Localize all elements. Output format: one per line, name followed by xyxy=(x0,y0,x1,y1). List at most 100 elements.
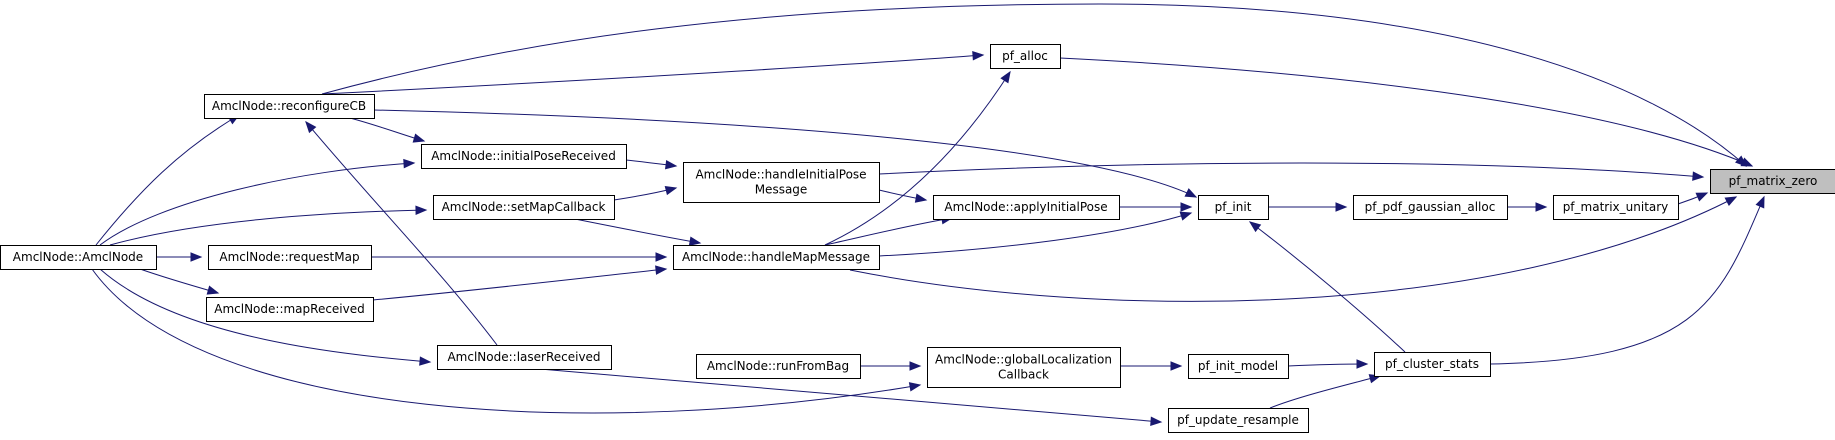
edge-pf_init_model-to-pf_cluster_stats xyxy=(1287,359,1369,369)
edge-AmclNode-to-laserReceived xyxy=(99,268,432,366)
edge-line xyxy=(1287,363,1368,367)
edge-AmclNode-to-requestMap xyxy=(155,252,203,262)
edge-line xyxy=(95,114,240,246)
edge-arrowhead xyxy=(305,120,317,134)
edge-reconfigureCB-to-pf_matrix_zero xyxy=(321,3,1748,167)
node-applyInitialPose[interactable]: AmclNode::applyInitialPose xyxy=(933,195,1120,220)
edge-arrowhead xyxy=(1248,221,1262,233)
edge-handleMapMessage-to-applyInitialPose xyxy=(824,215,954,246)
edge-reconfigureCB-to-initialPoseReceived xyxy=(349,117,426,143)
edge-pf_pdf_gaussian_alloc-to-pf_matrix_unitary xyxy=(1506,202,1548,212)
edge-line xyxy=(574,218,701,244)
edge-arrowhead xyxy=(908,382,922,392)
edge-AmclNode-to-mapReceived xyxy=(139,268,220,295)
edge-AmclNode-to-reconfigureCB xyxy=(95,114,241,246)
node-box xyxy=(990,44,1061,69)
node-label: AmclNode::runFromBag xyxy=(707,359,849,373)
edge-line xyxy=(321,54,984,95)
edge-arrowhead xyxy=(655,252,668,262)
node-pf_init[interactable]: pf_init xyxy=(1198,195,1269,220)
node-box xyxy=(673,245,880,270)
edge-handleInitialPoseMessage-to-applyInitialPose xyxy=(878,189,928,203)
node-label: AmclNode::initialPoseReceived xyxy=(431,149,616,163)
edge-line xyxy=(878,212,1192,257)
edge-line xyxy=(849,196,1737,302)
node-label: Callback xyxy=(998,368,1049,382)
node-pf_cluster_stats[interactable]: pf_cluster_stats xyxy=(1374,352,1491,377)
node-pf_matrix_unitary[interactable]: pf_matrix_unitary xyxy=(1553,195,1679,220)
edge-globalLocalizationCallback-to-pf_init_model xyxy=(1120,361,1183,371)
edge-pf_update_resample-to-pf_cluster_stats xyxy=(1269,374,1382,409)
edge-line xyxy=(1059,57,1753,167)
edge-reconfigureCB-to-pf_init xyxy=(373,109,1198,198)
node-label: pf_alloc xyxy=(1002,49,1048,63)
nodes: pf_matrix_zero pf_allocAmclNode::reconfig… xyxy=(0,44,1835,433)
node-pf_matrix_zero[interactable]: pf_matrix_zero xyxy=(1710,169,1835,194)
edge-line xyxy=(824,217,953,246)
edge-line xyxy=(539,368,1162,423)
node-laserReceived[interactable]: AmclNode::laserReceived xyxy=(437,345,612,370)
edge-arrowhead xyxy=(1740,157,1754,167)
node-label: pf_matrix_unitary xyxy=(1563,200,1669,214)
node-initialPoseReceived[interactable]: AmclNode::initialPoseReceived xyxy=(421,144,627,169)
edge-arrowhead xyxy=(403,158,416,169)
node-box xyxy=(1353,195,1508,220)
edge-handleMapMessage-to-pf_matrix_zero xyxy=(849,196,1738,302)
node-box xyxy=(1188,354,1289,379)
edge-arrowhead xyxy=(914,193,928,203)
node-reconfigureCB[interactable]: AmclNode::reconfigureCB xyxy=(204,94,375,119)
node-pf_update_resample[interactable]: pf_update_resample xyxy=(1168,408,1309,433)
edge-arrowhead xyxy=(1724,196,1738,207)
node-handleMapMessage[interactable]: AmclNode::handleMapMessage xyxy=(673,245,880,270)
node-box xyxy=(1710,169,1835,194)
node-mapReceived[interactable]: AmclNode::mapReceived xyxy=(206,297,374,322)
node-box xyxy=(206,297,374,322)
node-box xyxy=(927,347,1121,388)
node-requestMap[interactable]: AmclNode::requestMap xyxy=(208,245,372,270)
edge-arrowhead xyxy=(909,361,922,371)
edge-arrowhead xyxy=(664,185,678,196)
edge-initialPoseReceived-to-handleInitialPoseMessage xyxy=(625,159,678,170)
node-box xyxy=(1198,195,1269,220)
node-box xyxy=(437,345,612,370)
node-pf_alloc[interactable]: pf_alloc xyxy=(990,44,1061,69)
edge-arrowhead xyxy=(1335,202,1348,212)
edges xyxy=(91,3,1765,426)
edge-arrowhead xyxy=(688,236,702,246)
node-label: pf_init xyxy=(1215,200,1252,214)
node-box xyxy=(696,354,861,379)
node-AmclNode[interactable]: AmclNode::AmclNode xyxy=(0,245,157,270)
edge-arrowhead xyxy=(1184,188,1198,198)
edge-pf_init-to-pf_pdf_gaussian_alloc xyxy=(1267,202,1348,212)
node-label: AmclNode::handleMapMessage xyxy=(682,250,870,264)
edge-arrowhead xyxy=(1695,192,1709,202)
edge-arrowhead xyxy=(655,265,668,275)
node-label: pf_init_model xyxy=(1198,359,1278,373)
edge-arrowhead xyxy=(206,285,220,295)
node-label: AmclNode::globalLocalization xyxy=(935,353,1112,367)
node-pf_pdf_gaussian_alloc[interactable]: pf_pdf_gaussian_alloc xyxy=(1353,195,1508,220)
edge-line xyxy=(99,268,431,363)
edge-line xyxy=(372,268,667,301)
node-setMapCallback[interactable]: AmclNode::setMapCallback xyxy=(433,195,615,220)
node-label: AmclNode::applyInitialPose xyxy=(944,200,1107,214)
edge-arrowhead xyxy=(1000,70,1011,84)
edge-line xyxy=(1249,221,1406,353)
node-box xyxy=(208,245,372,270)
edge-arrowhead xyxy=(972,51,985,61)
node-label: AmclNode::laserReceived xyxy=(447,350,600,364)
edge-arrowhead xyxy=(1179,211,1193,221)
edge-arrowhead xyxy=(664,159,678,170)
node-runFromBag[interactable]: AmclNode::runFromBag xyxy=(696,354,861,379)
edge-line xyxy=(878,162,1704,178)
edge-line xyxy=(99,162,415,246)
edge-arrowhead xyxy=(190,252,203,262)
node-label: AmclNode::AmclNode xyxy=(13,250,143,264)
edge-laserReceived-to-reconfigureCB xyxy=(305,120,498,346)
edge-arrowhead xyxy=(412,133,426,143)
edge-line xyxy=(139,268,219,294)
node-pf_init_model[interactable]: pf_init_model xyxy=(1188,354,1289,379)
